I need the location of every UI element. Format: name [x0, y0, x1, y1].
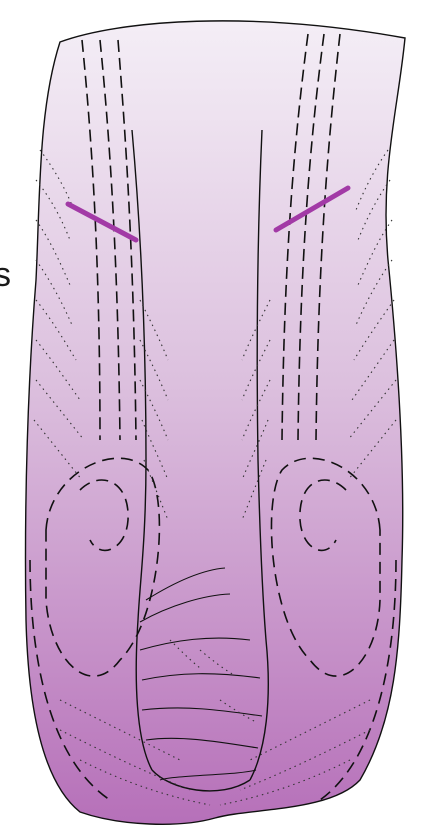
cropped-label-letter: s: [0, 258, 11, 292]
tissue-outline: [25, 21, 405, 824]
